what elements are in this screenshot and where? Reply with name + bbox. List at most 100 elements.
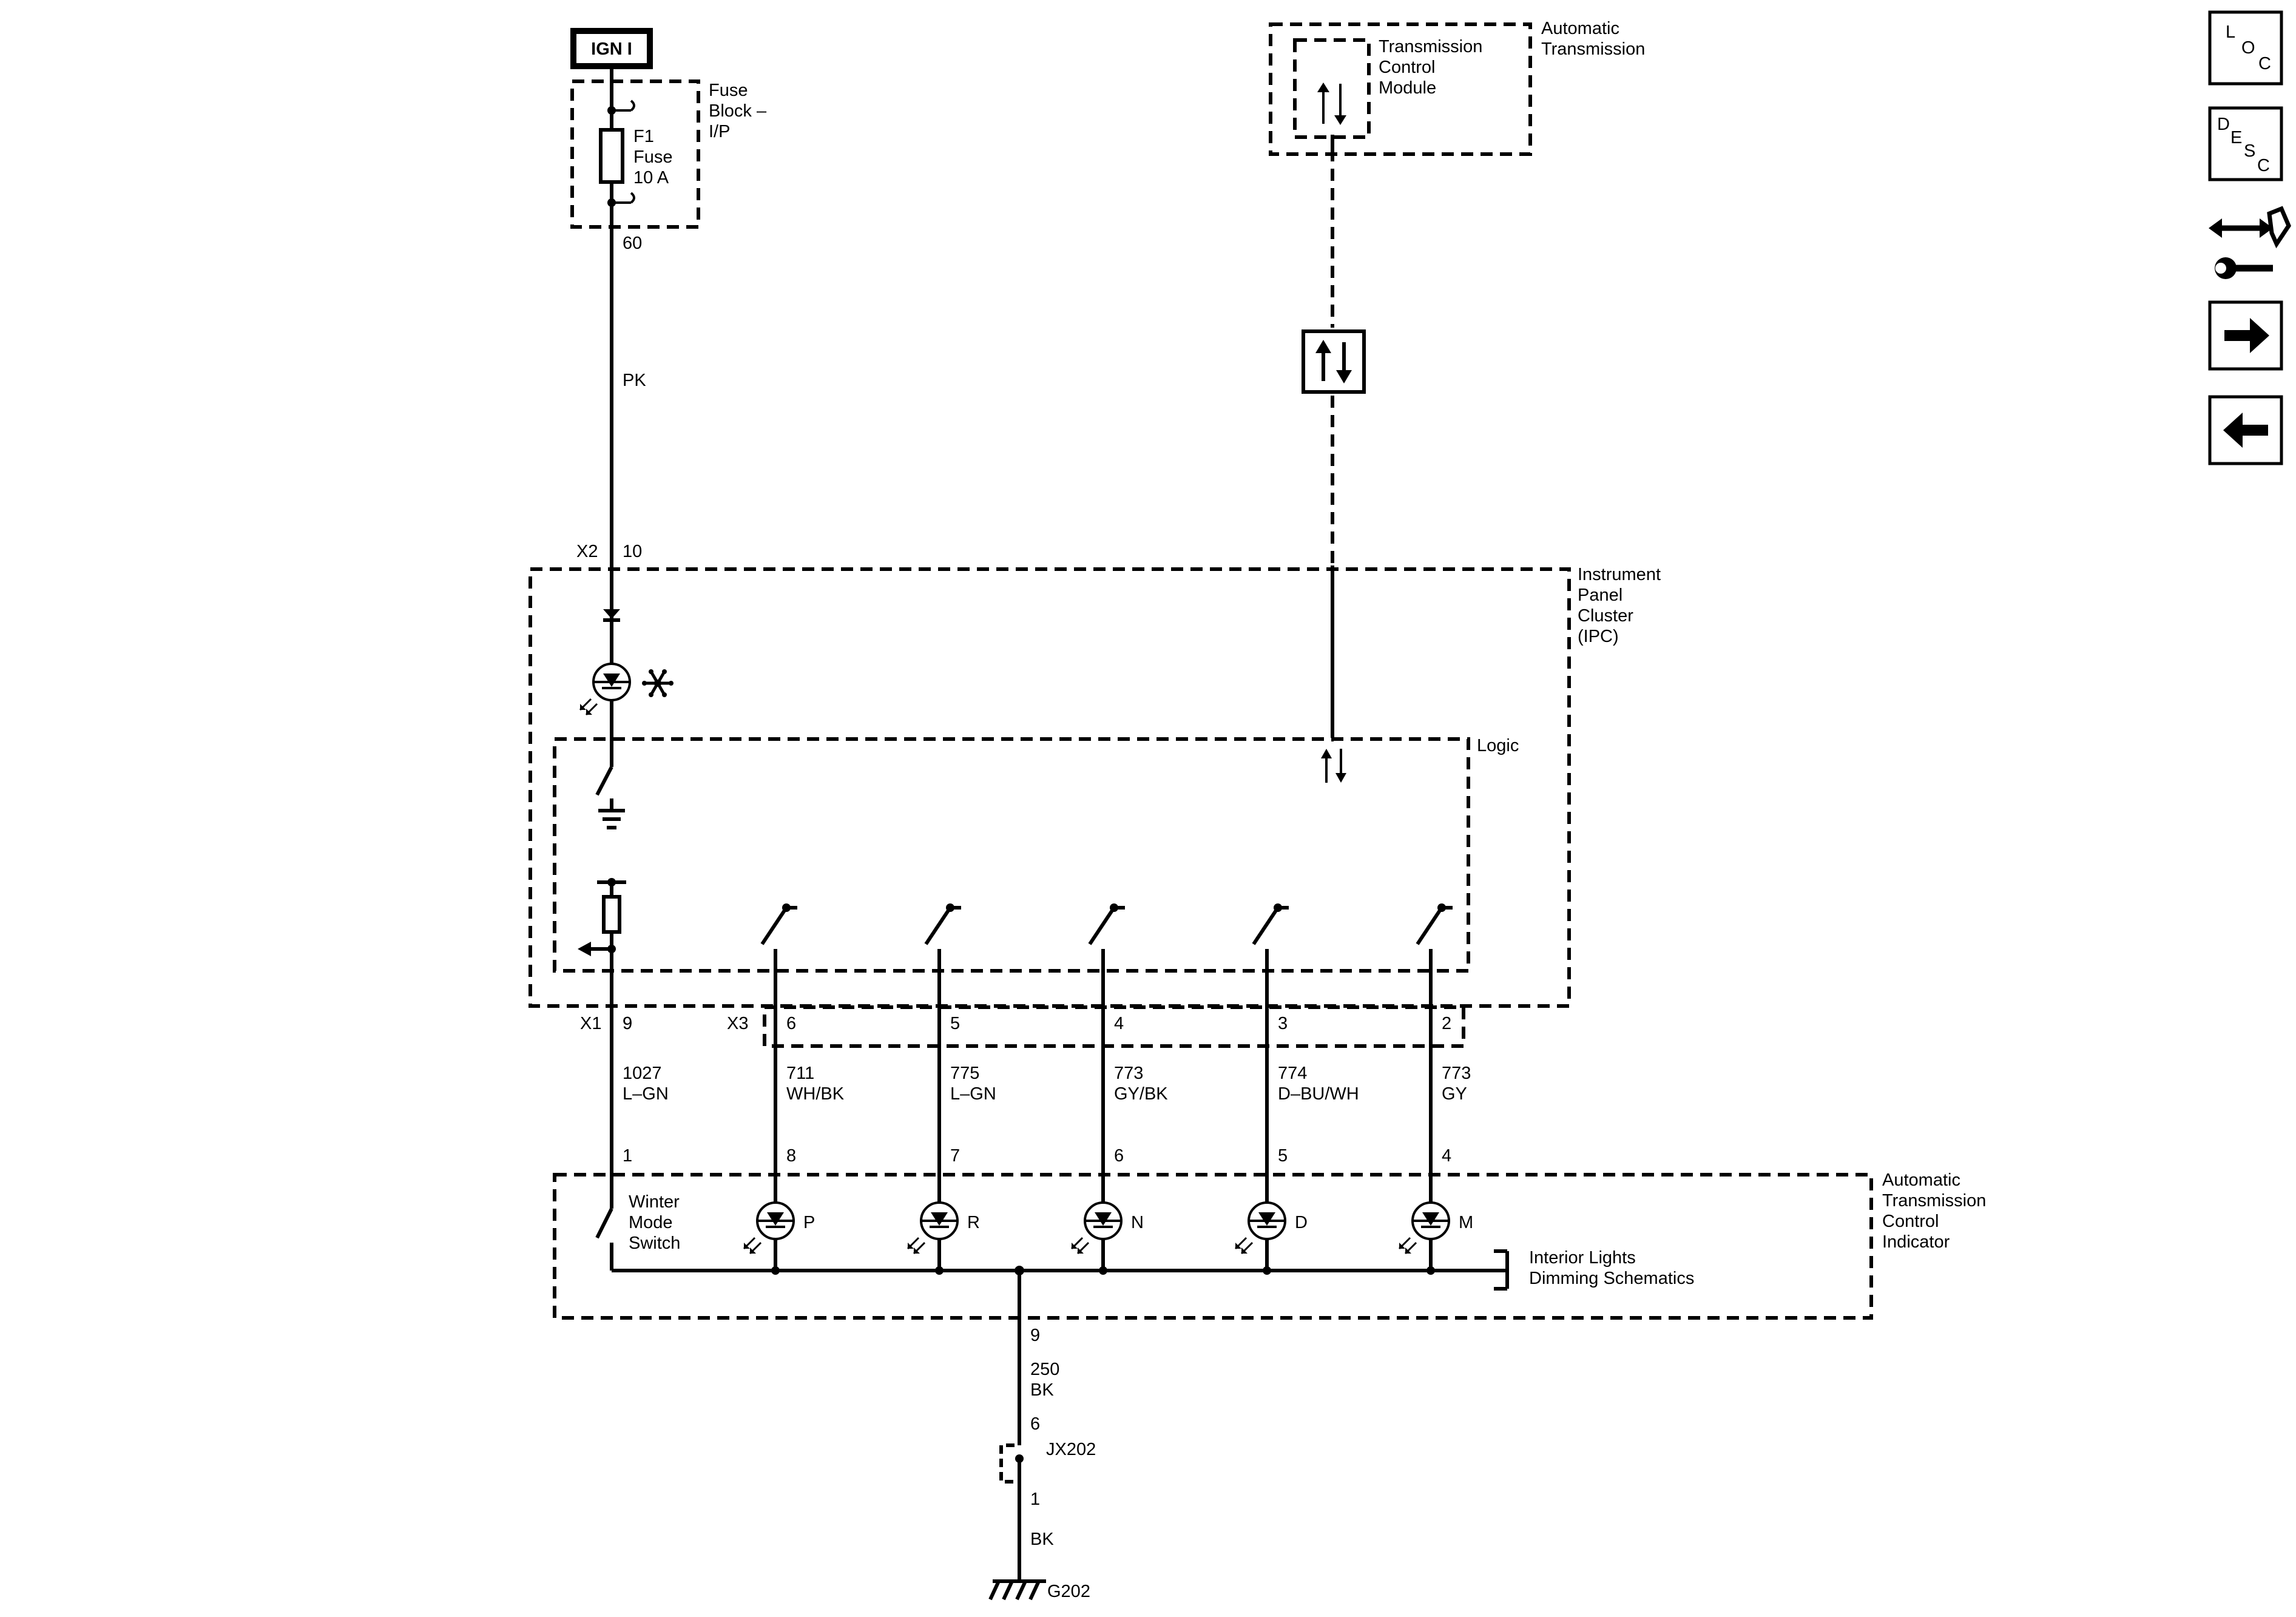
indicator-label-line-2: Transmission — [1882, 1191, 1986, 1210]
repair-wrench-icon — [2209, 206, 2291, 279]
wire-color: GY/BK — [1114, 1084, 1168, 1104]
arrow-right-icon — [2224, 318, 2269, 353]
ipc-pin: 5 — [950, 1014, 960, 1033]
previous-page-button[interactable] — [2208, 395, 2283, 465]
lamp-label: P — [803, 1213, 815, 1232]
fuse-type: Fuse — [633, 147, 672, 167]
desc-button[interactable]: D E S C — [2208, 106, 2283, 181]
lamp-driver-switch — [595, 766, 625, 829]
serial-data-bus-icon — [1302, 329, 1366, 394]
wire-color: GY — [1442, 1084, 1467, 1104]
shift-lamp — [1398, 1201, 1450, 1255]
ipc-x1-pin: 9 — [623, 1014, 632, 1033]
ipc-x2-pin: 10 — [623, 542, 642, 561]
circuit-number: 1027 — [623, 1064, 662, 1083]
splice-name: JX202 — [1046, 1440, 1096, 1459]
ipc-module: Instrument Panel Cluster (IPC) X2 10 — [528, 542, 1661, 1008]
lamp-label: D — [1295, 1213, 1308, 1232]
indicator-pin: 7 — [950, 1146, 960, 1166]
desc-letter-c: C — [2257, 156, 2270, 175]
indicator-label-line-3: Control — [1882, 1212, 1939, 1231]
splice-out-pin: 1 — [1030, 1490, 1040, 1509]
ipc-label-line-4: (IPC) — [1578, 627, 1619, 646]
ground-circuit: 250 — [1030, 1360, 1059, 1379]
dimming-ref-line-1: Interior Lights — [1529, 1248, 1636, 1268]
fuse-out-pin: 60 — [623, 234, 642, 253]
service-repair-button[interactable] — [2209, 206, 2291, 279]
ipc-pin: 3 — [1278, 1014, 1288, 1033]
fuse-rating: 10 A — [633, 168, 669, 187]
switch-input-resistor — [578, 878, 626, 956]
fuse-block: Fuse Block – I/P — [570, 79, 767, 229]
wire-color: L–GN — [950, 1084, 996, 1104]
dimming-reference: Interior Lights Dimming Schematics — [1494, 1248, 1694, 1291]
indicator-module: Automatic Transmission Control Indicator — [553, 1170, 1986, 1320]
feed-wire-color: PK — [623, 371, 646, 390]
loc-letter-o: O — [2241, 38, 2255, 58]
loc-button[interactable]: L O C — [2208, 10, 2283, 86]
desc-letter-e: E — [2230, 128, 2242, 147]
fuse-block-label-line-2: Block – — [709, 101, 767, 121]
ipc-logic: Logic — [553, 736, 1519, 973]
ipc-x1-connector: X1 — [580, 1014, 601, 1033]
wire-color: L–GN — [623, 1084, 669, 1104]
arrow-left-icon — [2223, 413, 2268, 448]
switch-label-line-2: Mode — [629, 1213, 673, 1232]
indicator-pin: 5 — [1278, 1146, 1288, 1166]
indicator-pin: 1 — [623, 1146, 632, 1166]
shift-lamp — [743, 1201, 795, 1255]
ipc-label-line-1: Instrument — [1578, 565, 1661, 584]
chassis-ground-icon — [988, 1579, 1046, 1601]
ipc-label-line-2: Panel — [1578, 586, 1622, 605]
tcm-system-line-2: Transmission — [1541, 39, 1645, 59]
circuit-number: 773 — [1442, 1064, 1471, 1083]
tcm-label-line-2: Control — [1379, 58, 1436, 77]
tcm-system-line-1: Automatic — [1541, 19, 1619, 38]
ipc-logic-label: Logic — [1477, 736, 1519, 755]
ipc-x3-connector: X3 — [727, 1014, 748, 1033]
ground-wire-color: BK — [1030, 1380, 1054, 1400]
desc-letter-s: S — [2244, 141, 2255, 161]
ipc-x2-connector: X2 — [576, 542, 598, 561]
circuit-number: 773 — [1114, 1064, 1143, 1083]
desc-letter-d: D — [2217, 115, 2230, 134]
tcm-label-line-3: Module — [1379, 78, 1436, 98]
tcm-label-line-1: Transmission — [1379, 37, 1482, 56]
ground-indicator-pin: 9 — [1030, 1326, 1040, 1345]
shift-lamp — [1070, 1201, 1123, 1255]
shift-lamp — [907, 1201, 959, 1255]
ipc-label-line-3: Cluster — [1578, 606, 1633, 626]
indicator-pin: 8 — [786, 1146, 796, 1166]
ipc-pin: 6 — [786, 1014, 796, 1033]
circuit-number: 775 — [950, 1064, 979, 1083]
ign-label: IGN I — [591, 39, 632, 59]
indicator-label-line-1: Automatic — [1882, 1170, 1960, 1190]
circuit-number: 711 — [786, 1064, 814, 1083]
ipc-pin: 9 — [623, 1014, 632, 1033]
logic-data-arrows-icon — [1321, 738, 1346, 783]
data-arrows-icon — [1317, 83, 1346, 125]
lamp-label: M — [1459, 1213, 1473, 1232]
winter-mode-switch: Winter Mode Switch — [595, 1165, 680, 1271]
loc-letter-c: C — [2258, 54, 2271, 73]
snowflake-icon — [642, 669, 674, 697]
lamp-label: N — [1131, 1213, 1144, 1232]
next-page-button[interactable] — [2208, 300, 2283, 371]
fuse-block-label-line-1: Fuse — [709, 81, 748, 100]
loc-letter-l: L — [2226, 22, 2235, 42]
switch-label-line-1: Winter — [629, 1192, 680, 1212]
ign-source: IGN I — [570, 28, 653, 69]
indicator-pin: 4 — [1442, 1146, 1451, 1166]
wire-color: D–BU/WH — [1278, 1084, 1359, 1104]
shift-indicator-circuits: 91027L–GN16711WH/BK8P5775L–GN7R4773GY/BK… — [610, 903, 1473, 1275]
lamp-label: R — [967, 1213, 980, 1232]
ground-icon — [598, 809, 625, 829]
indicator-label-line-4: Indicator — [1882, 1232, 1950, 1252]
ground-wire-color-2: BK — [1030, 1530, 1054, 1549]
